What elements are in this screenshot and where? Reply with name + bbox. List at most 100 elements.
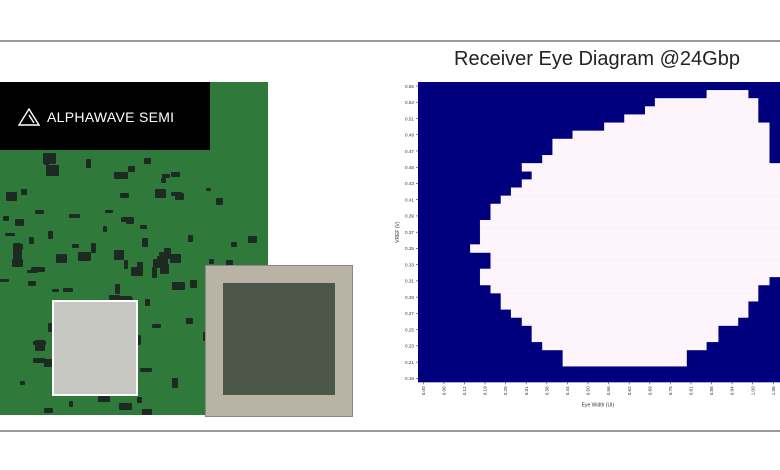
x-tick-label: 0.75 xyxy=(668,386,673,395)
y-tick-label: 0.29 xyxy=(405,295,414,300)
board-component xyxy=(141,409,153,415)
board-component xyxy=(171,378,178,388)
chart-title: Receiver Eye Diagram @24Gbp xyxy=(454,48,740,70)
board-component xyxy=(190,279,197,288)
board-component xyxy=(152,266,158,278)
board-component xyxy=(188,235,193,243)
y-tick-label: 0.49 xyxy=(405,133,414,138)
test-socket xyxy=(52,300,138,396)
board-component xyxy=(115,294,120,305)
eye-open-cell-row xyxy=(479,236,780,245)
board-component xyxy=(158,251,164,257)
eye-open-cell-row xyxy=(644,106,759,115)
eye-open-cell-row xyxy=(572,130,770,140)
board-component xyxy=(52,289,60,293)
eye-open-cell-row xyxy=(500,195,780,205)
board-component xyxy=(144,158,152,165)
x-tick-label: 0.38 xyxy=(544,386,549,395)
board-component xyxy=(208,259,214,264)
board-component xyxy=(130,267,144,277)
board-component xyxy=(137,397,143,404)
eye-open-cell-row xyxy=(510,187,780,196)
eye-open-cell-row xyxy=(479,268,780,278)
board-component xyxy=(120,192,130,199)
board-component xyxy=(128,165,136,173)
board-component xyxy=(163,248,171,259)
eye-diagram-chart: 0.550.530.510.490.470.450.430.410.390.37… xyxy=(395,82,780,408)
alphawave-logo: ALPHAWAVE SEMI xyxy=(0,82,210,150)
eye-open-cell-row xyxy=(604,122,770,131)
board-component xyxy=(5,232,16,237)
board-component xyxy=(142,237,148,248)
board-component xyxy=(186,318,194,325)
board-component xyxy=(139,224,147,230)
eye-open-cell-row xyxy=(654,98,759,107)
y-tick-label: 0.39 xyxy=(405,214,414,219)
x-tick-label: 0.00 xyxy=(421,386,426,395)
x-tick-label: 0.56 xyxy=(606,386,611,395)
board-component xyxy=(118,295,132,300)
bottom-divider xyxy=(0,430,780,432)
y-tick-label: 0.21 xyxy=(405,360,414,365)
eye-open-cell-row xyxy=(490,203,780,213)
eye-open-cell-row xyxy=(531,325,719,334)
y-tick-label: 0.45 xyxy=(405,165,414,170)
board-component xyxy=(169,253,182,264)
top-divider xyxy=(0,40,780,42)
eye-open-cell-row xyxy=(531,333,719,343)
eye-open-cell-row xyxy=(490,211,780,221)
eye-open-cell-row xyxy=(490,260,780,269)
board-component xyxy=(26,269,39,274)
x-tick-label: 0.44 xyxy=(565,386,570,395)
board-component xyxy=(159,264,169,275)
board-component xyxy=(156,256,169,265)
board-component xyxy=(44,408,53,414)
board-component xyxy=(162,174,171,179)
board-component xyxy=(35,210,44,214)
eye-open-cell-row xyxy=(479,219,780,229)
board-component xyxy=(98,391,110,403)
board-component xyxy=(45,165,60,176)
x-tick-label: 0.25 xyxy=(503,386,508,395)
board-component xyxy=(153,258,161,269)
eye-open-cell-row xyxy=(542,341,707,351)
board-component xyxy=(14,218,24,226)
eye-open-cell-row xyxy=(552,138,770,148)
x-tick-label: 0.12 xyxy=(462,386,467,395)
board-component xyxy=(225,259,234,269)
board-component xyxy=(248,236,257,244)
x-tick-label: 0.69 xyxy=(647,386,652,395)
board-component xyxy=(144,299,150,306)
board-component xyxy=(161,177,166,184)
board-component xyxy=(137,261,143,272)
x-axis-label: Eye Width (UI) xyxy=(582,402,615,408)
x-tick-label: 0.31 xyxy=(524,386,529,395)
eye-open-cell-row xyxy=(562,358,687,367)
board-component xyxy=(119,403,133,410)
board-component xyxy=(47,322,55,332)
board-component xyxy=(152,323,162,328)
board-component xyxy=(215,198,224,205)
board-component xyxy=(6,192,18,201)
eye-open-cell-row xyxy=(521,317,739,326)
board-component xyxy=(170,171,180,177)
y-tick-label: 0.25 xyxy=(405,327,414,332)
x-tick-label: 0.62 xyxy=(627,386,632,395)
y-tick-label: 0.35 xyxy=(405,246,414,251)
y-tick-label: 0.51 xyxy=(405,116,414,121)
y-tick-label: 0.27 xyxy=(405,311,414,316)
board-component xyxy=(69,400,74,407)
board-component xyxy=(29,237,35,244)
eye-open-cell-row xyxy=(479,276,770,286)
board-component xyxy=(44,358,54,367)
y-tick-label: 0.33 xyxy=(405,262,414,267)
eye-open-cell-row xyxy=(500,293,759,302)
board-component xyxy=(32,358,46,364)
y-axis-label: VREF (V) xyxy=(395,221,401,243)
y-tick-label: 0.43 xyxy=(405,181,414,186)
eye-open-cell-row xyxy=(470,244,780,253)
board-component xyxy=(205,187,212,191)
x-tick-label: 0.81 xyxy=(689,386,694,395)
board-component xyxy=(172,281,186,291)
board-component xyxy=(139,367,153,373)
